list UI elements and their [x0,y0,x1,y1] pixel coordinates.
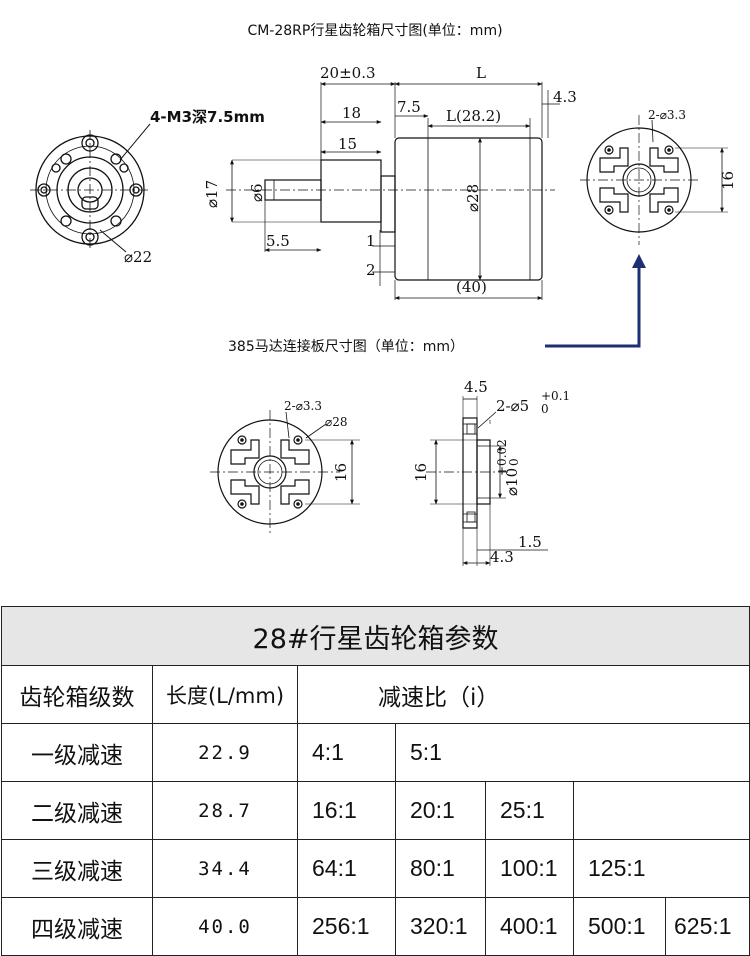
table-row: 四级减速 40.0 256:1 320:1 400:1 500:1 625:1 [1,897,750,956]
table-title: 28#行星齿轮箱参数 [0,606,750,666]
table-row: 三级减速 34.4 64:1 80:1 100:1 125:1 [1,839,750,898]
side-4-3: 4.3 [490,548,514,566]
d22-label: ⌀22 [124,248,152,266]
ratio-cell: 5:1 [394,723,750,782]
ratio-cell: 25:1 [485,781,574,840]
side-16: 16 [412,463,430,482]
dim-L: L [476,64,486,82]
ratio-cell: 125:1 [572,839,750,898]
length-cell: 34.4 [152,839,298,898]
side-4-5: 4.5 [464,378,488,396]
header-stage: 齿轮箱级数 [1,665,153,724]
table-row: 一级减速 22.9 4:1 5:1 [1,723,750,782]
stage-cell: 三级减速 [1,839,153,898]
ratio-cell: 20:1 [395,781,486,840]
dim-1: 1 [366,232,376,250]
ratio-cell: 625:1 [664,897,750,956]
side-d10: ⌀10 [503,468,521,496]
table-row: 二级减速 28.7 16:1 20:1 25:1 [1,781,750,840]
plate-holes-label: 2-⌀3.3 [284,399,322,413]
dim-d28: ⌀28 [464,184,482,212]
dim-15: 15 [338,135,357,153]
dim-5-5: 5.5 [266,232,290,250]
length-cell: 40.0 [152,897,298,956]
rear-holes-label: 2-⌀3.3 [648,108,686,122]
dim-2: 2 [366,261,376,279]
plate-d28-label: ⌀28 [325,415,348,429]
ratio-cell [572,781,750,840]
ratio-cell: 256:1 [297,897,396,956]
thread-label: 4-M3深7.5mm [150,108,265,126]
header-length: 长度(L/mm) [152,665,298,724]
drawing-canvas: CM-28RP行星齿轮箱尺寸图(单位：mm) 385马达连接板尺寸图（单位：mm… [30,23,737,566]
side-2d5-tol-lo: 0 [541,402,549,416]
ratio-cell: 100:1 [485,839,574,898]
arrow-connector [545,262,641,348]
side-1-5: 1.5 [518,533,542,551]
plate-front-view [210,410,360,535]
length-cell: 22.9 [152,723,298,782]
ratio-cell: 64:1 [297,839,396,898]
plate-side-view [426,396,548,566]
plate-16: 16 [332,463,350,482]
arrow-head [632,254,646,268]
dim-L28: L(28.2) [446,107,501,125]
dim-7-5: 7.5 [397,98,421,116]
side-d10-tol-lo: 0 [507,458,521,466]
side-d10-tol-hi: +0.02 [495,439,509,476]
length-cell: 28.7 [152,781,298,840]
rear-16: 16 [719,171,737,190]
header-ratio: 减速比（i） [296,665,750,724]
table-header-row: 齿轮箱级数 长度(L/mm) 减速比（i） [1,665,750,724]
ratio-cell: 16:1 [297,781,396,840]
ratio-cell: 320:1 [395,897,486,956]
side-view [226,82,560,300]
ratio-cell: 80:1 [395,839,486,898]
rear-view [580,115,728,245]
ratio-cell: 400:1 [485,897,574,956]
ratio-cell: 500:1 [573,897,666,956]
dim-18: 18 [342,104,361,122]
dim-d17: ⌀17 [203,180,221,208]
plate-title: 385马达连接板尺寸图（单位：mm） [228,338,464,355]
front-view [30,123,151,253]
table-title-row: 28#行星齿轮箱参数 [0,606,750,666]
parameter-table: 28#行星齿轮箱参数 齿轮箱级数 长度(L/mm) 减速比（i） 一级减速 22… [0,606,750,956]
stage-cell: 四级减速 [1,897,153,956]
side-2d5-tol-hi: +0.1 [541,389,570,403]
stage-cell: 二级减速 [1,781,153,840]
dim-4-3: 4.3 [553,88,577,106]
dim-40: (40) [456,278,487,296]
side-2d5: 2-⌀5 [496,397,529,415]
stage-cell: 一级减速 [1,723,153,782]
dim-20: 20±0.3 [320,64,376,82]
top-title: CM-28RP行星齿轮箱尺寸图(单位：mm) [247,23,502,39]
ratio-cell: 4:1 [297,723,396,782]
dim-d6: ⌀6 [248,183,266,202]
